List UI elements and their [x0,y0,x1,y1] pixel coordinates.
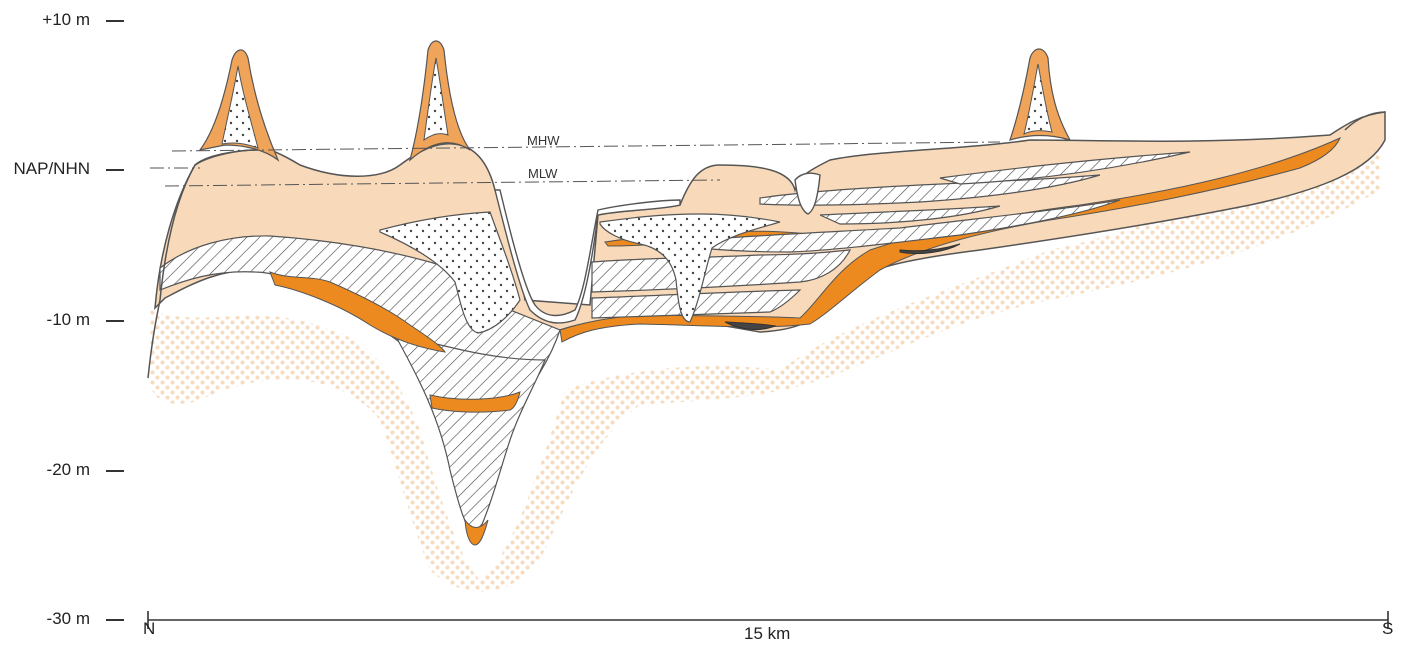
y-tick [106,470,124,472]
y-label-minus-10: -10 m [46,310,90,329]
y-tick [106,20,124,22]
y-label-minus-30: -30 m [46,609,90,628]
y-tick [106,619,124,621]
mlw-label: MLW [528,166,558,181]
sand-channel-fills [379,211,781,334]
y-tick [106,320,124,322]
tidal-channels [494,172,821,324]
basal-peat [724,243,961,330]
y-label-minus-20: -20 m [46,460,90,479]
section-outline [147,111,1386,379]
mlw-line [164,179,721,187]
distance-label: 15 km [744,624,791,643]
mhw-line [171,141,1001,152]
dunes [198,40,1072,162]
y-label-nap: NAP/NHN [13,159,90,178]
y-label-plus-10: +10 m [42,10,90,29]
pleistocene-sand-fade [150,130,1380,592]
north-label: N [143,619,156,638]
hatched-channel-deep [393,334,546,542]
mhw-label: MHW [527,133,560,148]
water-levels [150,141,1001,187]
distance-axis [147,611,1389,629]
y-tick [106,169,124,171]
south-label: S [1382,619,1394,638]
